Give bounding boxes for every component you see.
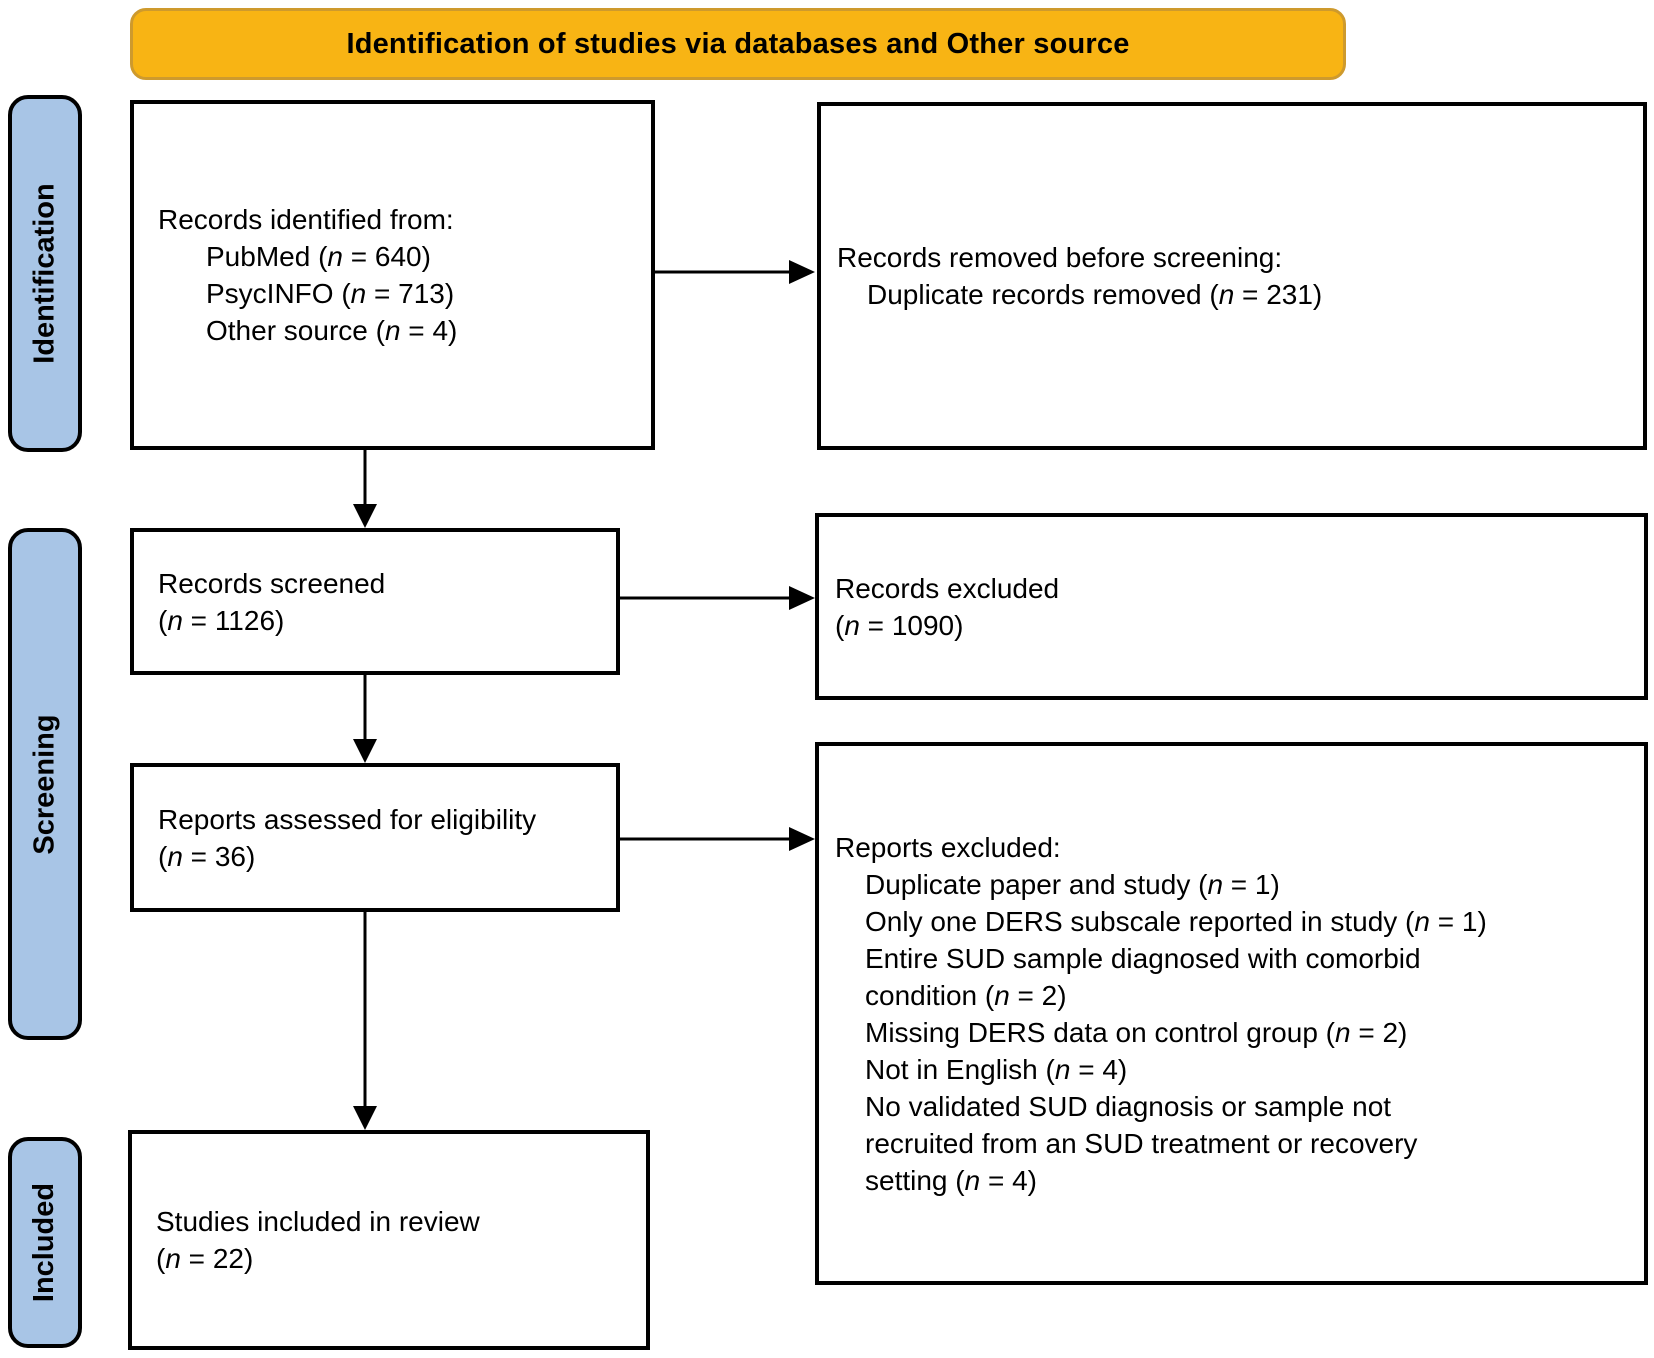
text-line: Entire SUD sample diagnosed with comorbi… (865, 942, 1421, 974)
text-line: (n = 1090) (835, 609, 964, 641)
stage-label-identification-text: Identification (28, 183, 61, 364)
arrow-assessed-to-included (353, 912, 377, 1130)
text-line: Duplicate paper and study (n = 1) (865, 868, 1280, 900)
text-line: PsycINFO (n = 713) (206, 278, 455, 309)
arrow-assessed-to-reports-excluded (620, 827, 815, 851)
arrowhead-right-icon (789, 586, 815, 610)
text-line: Duplicate records removed (n = 231) (867, 279, 1323, 310)
box-records-identified: Records identified from: PubMed (n = 640)… (130, 100, 655, 450)
box-reports-excluded: Reports excluded: Duplicate paper and stu… (815, 742, 1648, 1285)
arrowhead-right-icon (789, 827, 815, 851)
text-line: (n = 1126) (158, 604, 285, 636)
arrow-shaft (620, 596, 791, 600)
text-line: Other source (n = 4) (206, 315, 458, 346)
text-line: Records removed before screening: (837, 242, 1283, 273)
text-line: (n = 22) (156, 1243, 254, 1274)
text-line: Reports assessed for eligibility (158, 803, 537, 835)
box-records-excluded: Records excluded (n = 1090) (815, 513, 1648, 700)
text-line: (n = 36) (158, 840, 256, 872)
text-line: PubMed (n = 640) (206, 241, 431, 272)
arrowhead-down-icon (353, 739, 377, 763)
arrowhead-down-icon (353, 1106, 377, 1130)
text-line: Records screened (158, 567, 386, 599)
box-records-removed-text: Records removed before screening: Duplica… (821, 239, 1330, 313)
text-line: recruited from an SUD treatment or recov… (865, 1127, 1418, 1159)
text-line: Records identified from: (158, 204, 454, 235)
box-reports-excluded-text: Reports excluded: Duplicate paper and stu… (819, 829, 1495, 1199)
text-line: Not in English (n = 4) (865, 1053, 1128, 1085)
arrow-screened-to-assessed (353, 675, 377, 763)
text-line: Records excluded (835, 572, 1060, 604)
box-reports-assessed-text: Reports assessed for eligibility (n = 36) (134, 801, 544, 875)
arrow-shaft (655, 270, 791, 274)
arrow-identified-to-removed (655, 260, 815, 284)
text-line: Studies included in review (156, 1206, 480, 1237)
text-line: Only one DERS subscale reported in study… (865, 905, 1487, 937)
arrowhead-right-icon (789, 260, 815, 284)
arrow-shaft (363, 450, 367, 506)
arrow-shaft (620, 837, 791, 841)
box-records-identified-text: Records identified from: PubMed (n = 640)… (134, 201, 465, 349)
text-line: condition (n = 2) (865, 979, 1067, 1011)
text-line: Reports excluded: (835, 831, 1061, 863)
stage-label-screening: Screening (8, 528, 82, 1040)
box-records-screened: Records screened (n = 1126) (130, 528, 620, 675)
stage-label-included: Included (8, 1137, 82, 1348)
arrowhead-down-icon (353, 504, 377, 528)
arrow-shaft (363, 912, 367, 1108)
title-banner: Identification of studies via databases … (130, 8, 1346, 80)
box-records-screened-text: Records screened (n = 1126) (134, 565, 393, 639)
text-line: No validated SUD diagnosis or sample not (865, 1090, 1392, 1122)
text-line: setting (n = 4) (865, 1164, 1037, 1196)
box-reports-assessed: Reports assessed for eligibility (n = 36) (130, 763, 620, 912)
text-line: Missing DERS data on control group (n = … (865, 1016, 1408, 1048)
diagram-title: Identification of studies via databases … (346, 27, 1130, 60)
box-studies-included-text: Studies included in review (n = 22) (132, 1203, 488, 1277)
box-records-excluded-text: Records excluded (n = 1090) (819, 570, 1067, 644)
arrow-screened-to-excluded (620, 586, 815, 610)
box-studies-included: Studies included in review (n = 22) (128, 1130, 650, 1350)
box-records-removed-before-screening: Records removed before screening: Duplica… (817, 102, 1647, 450)
stage-label-identification: Identification (8, 95, 82, 452)
stage-label-screening-text: Screening (28, 713, 61, 855)
arrow-shaft (363, 675, 367, 741)
stage-label-included-text: Included (28, 1182, 61, 1303)
arrow-identified-to-screened (353, 450, 377, 528)
